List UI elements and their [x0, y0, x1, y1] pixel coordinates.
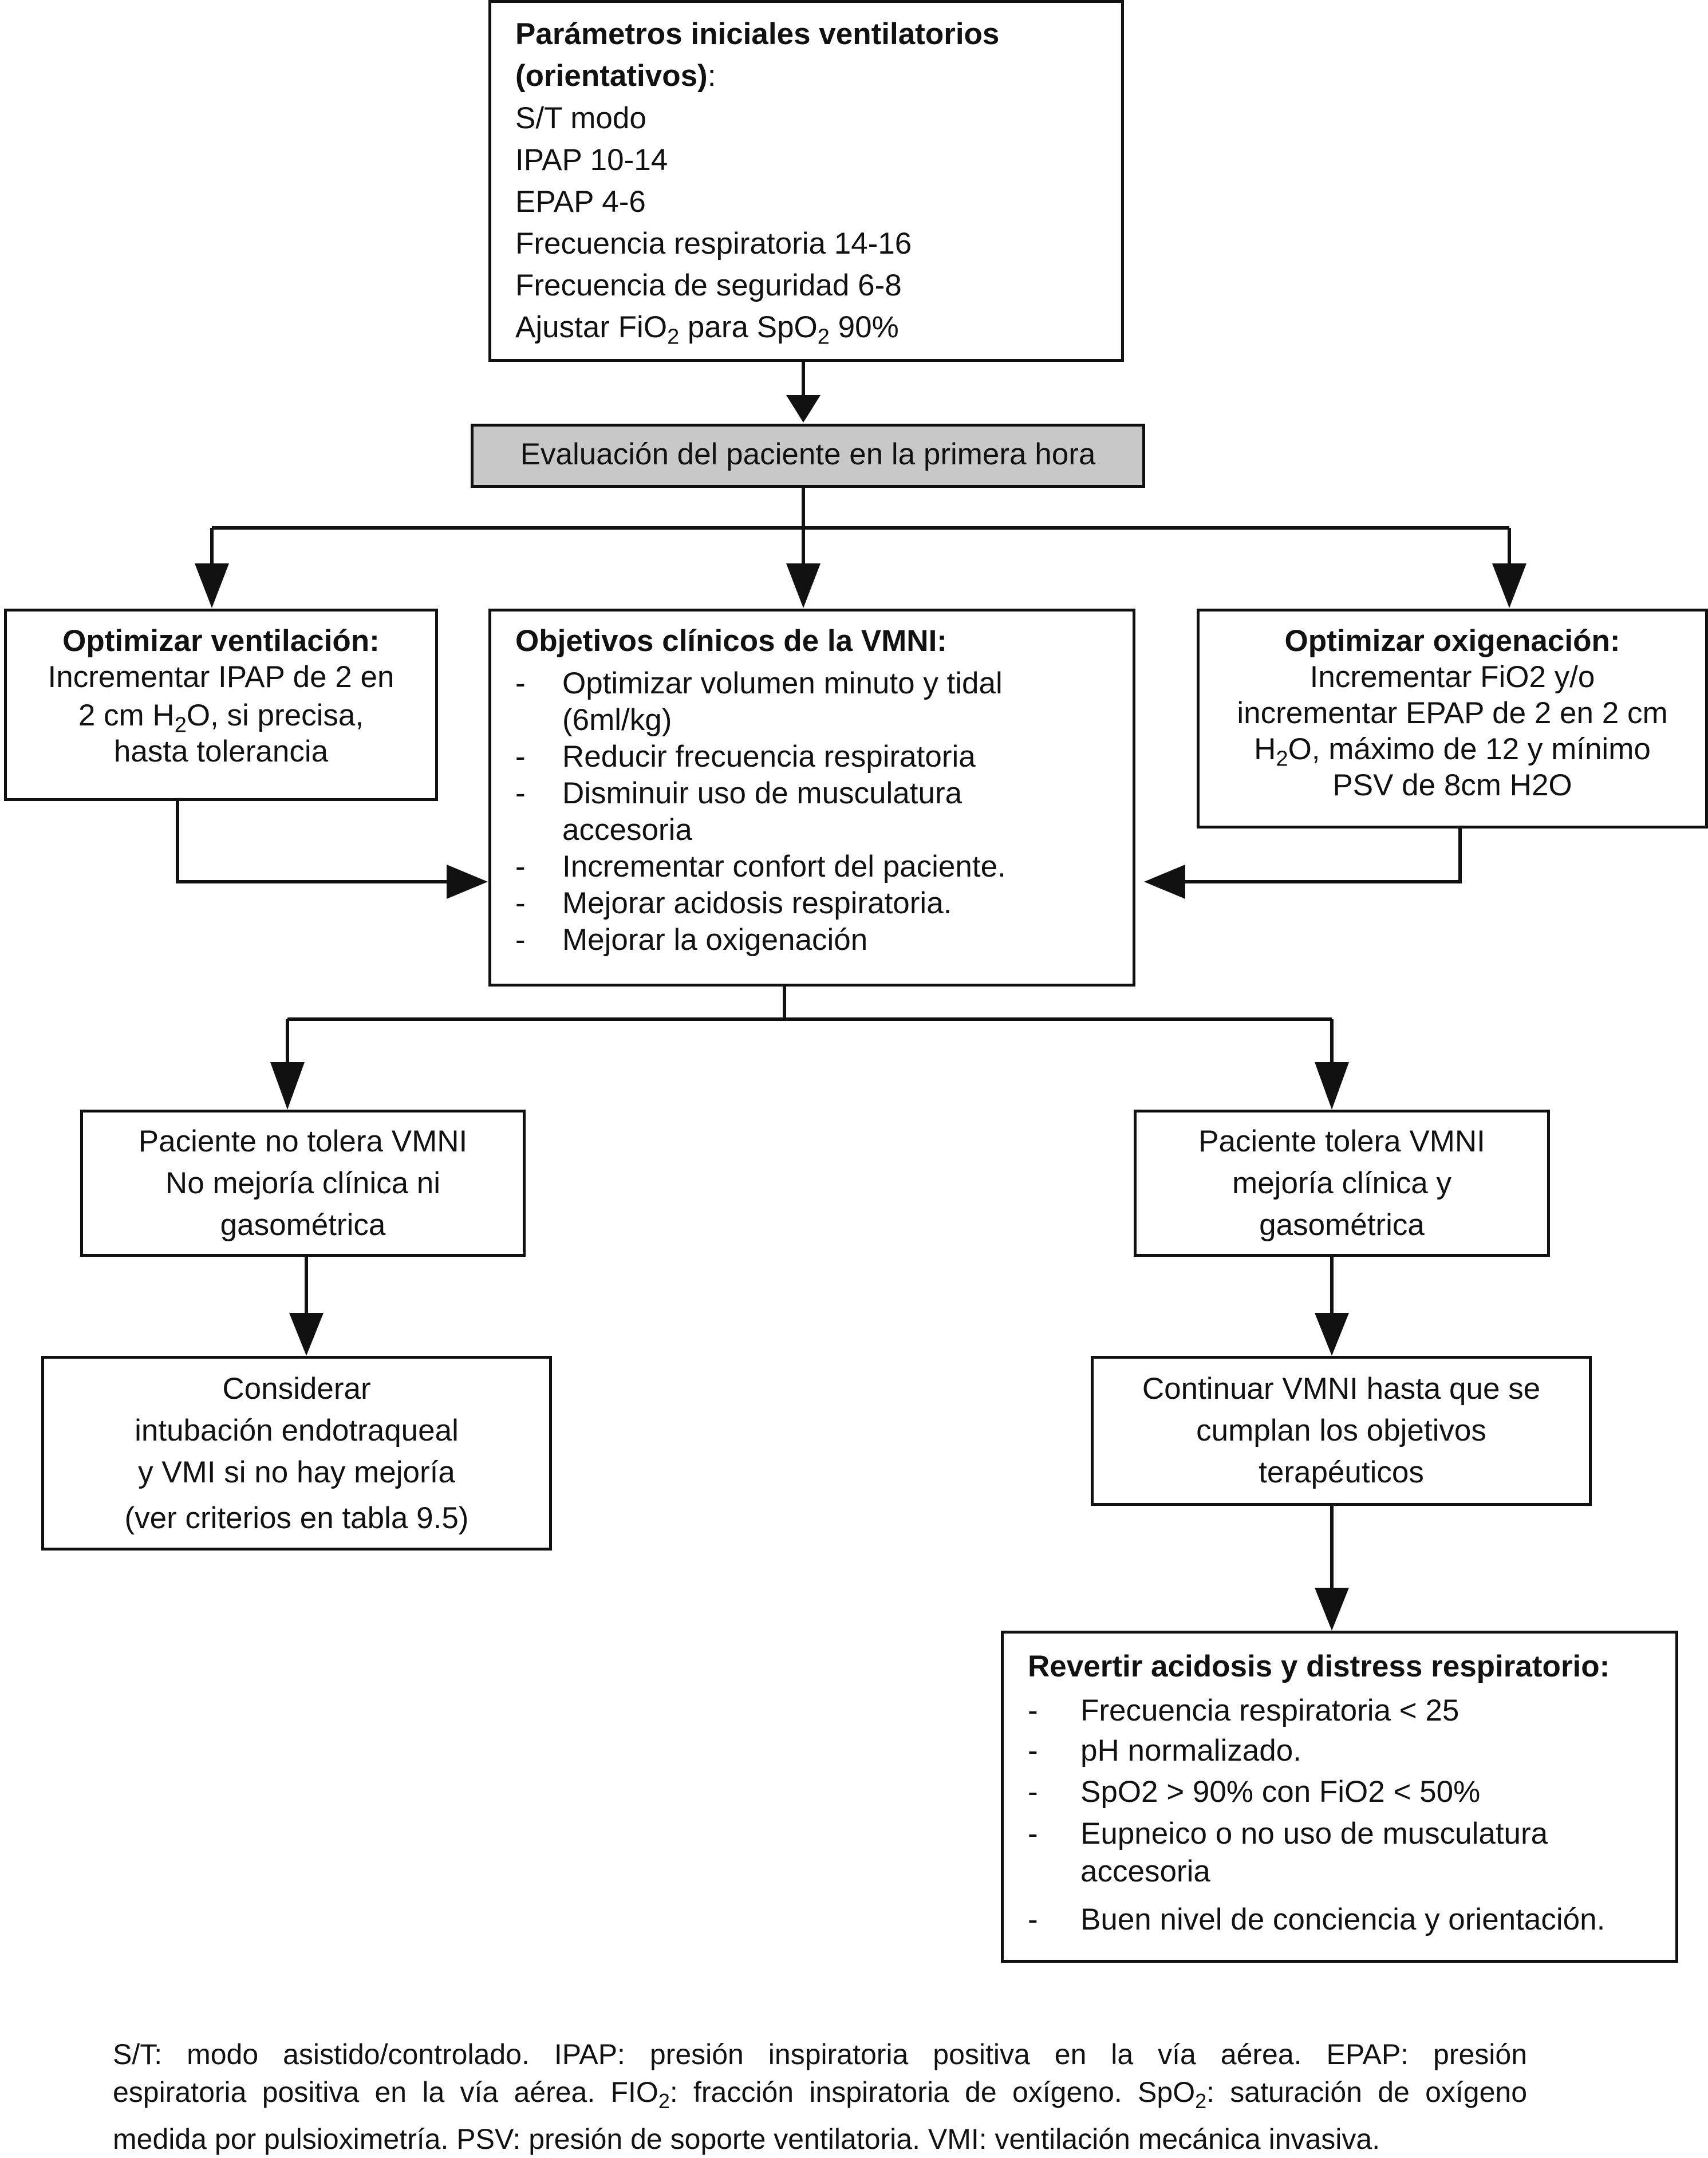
param-fio2-adjust: Ajustar FiO2 para SpO2 90% [515, 310, 899, 349]
optimize-oxygenation-line-3: H2O, máximo de 12 y mínimo [1254, 732, 1651, 771]
consider-line-4: (ver criterios en tabla 9.5) [124, 1501, 469, 1535]
revert-item-1: Frecuencia respiratoria < 25 [1080, 1694, 1460, 1727]
not-tolerate-line-1: Paciente no tolera VMNI [138, 1125, 468, 1158]
optimize-ventilation-line-3: hasta tolerancia [113, 735, 329, 768]
optimize-oxygenation-line-4: PSV de 8cm H2O [1332, 768, 1572, 802]
revert-item-3: SpO2 > 90% con FiO2 < 50% [1080, 1775, 1481, 1809]
clinical-objectives-box [488, 609, 1135, 987]
arrowhead-ventilation [195, 563, 229, 608]
revert-item-4: Eupneico o no uso de musculatura [1080, 1817, 1548, 1851]
revert-acidosis-box [1001, 1631, 1678, 1963]
arrowhead-not-tolerate [270, 1062, 305, 1110]
param-safety-rate: Frecuencia de seguridad 6-8 [515, 269, 902, 302]
objective-item-5: Mejorar acidosis respiratoria. [562, 886, 952, 920]
param-ipap: IPAP 10-14 [515, 143, 668, 177]
footnote-line-3: medida por pulsioximetría. PSV: presión … [113, 2123, 1380, 2155]
initial-parameters-box [488, 0, 1124, 362]
not-tolerate-box [80, 1110, 526, 1257]
list-dash: - [1028, 1817, 1038, 1851]
optimize-ventilation-line-2: 2 cm H2O, si precisa, [78, 699, 364, 737]
arrowhead-oxygenation-to-objectives [1144, 865, 1185, 899]
evaluation-box [471, 424, 1145, 488]
arrowhead-evaluation [786, 395, 821, 423]
consider-line-2: intubación endotraqueal [135, 1414, 459, 1447]
list-dash: - [515, 923, 526, 957]
arrowhead-consider [289, 1313, 324, 1356]
param-epap: EPAP 4-6 [515, 185, 646, 219]
not-tolerate-line-2: No mejoría clínica ni [165, 1166, 441, 1200]
objective-item-6: Mejorar la oxigenación [562, 923, 868, 957]
footnote-line-2: espiratoria positiva en la vía aérea. FI… [113, 2076, 1527, 2113]
objective-item-3: Disminuir uso de musculatura [562, 776, 963, 810]
continue-line-2: cumplan los objetivos [1196, 1414, 1486, 1447]
tolerate-line-2: mejoría clínica y [1232, 1166, 1451, 1200]
arrowhead-revert [1315, 1588, 1349, 1631]
initial-parameters-title-2: (orientativos): [515, 59, 716, 93]
tolerate-box [1134, 1110, 1550, 1257]
consider-intubation-box [41, 1356, 552, 1551]
abbreviations-footnote: S/T: modo asistido/controlado. IPAP: pre… [113, 2035, 1527, 2158]
not-tolerate-line-3: gasométrica [220, 1208, 386, 1242]
list-dash: - [1028, 1903, 1038, 1936]
connector-ventilation-to-objectives [176, 800, 452, 883]
continue-line-1: Continuar VMNI hasta que se [1142, 1372, 1541, 1406]
consider-line-1: Considerar [222, 1372, 371, 1406]
list-dash: - [1028, 1775, 1038, 1809]
revert-item-4-cont: accesoria [1080, 1855, 1210, 1888]
tolerate-line-1: Paciente tolera VMNI [1198, 1125, 1485, 1158]
list-dash: - [1028, 1694, 1038, 1727]
param-respiratory-rate: Frecuencia respiratoria 14-16 [515, 227, 912, 261]
list-dash: - [1028, 1734, 1038, 1768]
optimize-ventilation-box [4, 609, 438, 801]
arrowhead-oxygenation [1492, 563, 1526, 608]
continue-vmni-box [1091, 1356, 1592, 1506]
arrowhead-ventilation-to-objectives [447, 865, 488, 899]
tolerate-line-3: gasométrica [1259, 1208, 1425, 1242]
param-st-mode: S/T modo [515, 101, 646, 135]
continue-line-3: terapéuticos [1259, 1455, 1424, 1489]
optimize-oxygenation-title: Optimizar oxigenación: [1284, 624, 1620, 658]
list-dash: - [515, 776, 526, 810]
list-dash: - [515, 740, 526, 774]
optimize-oxygenation-line-2: incrementar EPAP de 2 en 2 cm [1237, 696, 1668, 730]
objective-item-3-cont: accesoria [562, 813, 692, 847]
optimize-oxygenation-box [1197, 609, 1708, 829]
revert-item-5: Buen nivel de conciencia y orientación. [1080, 1903, 1606, 1936]
arrowhead-continue [1315, 1313, 1349, 1356]
initial-parameters-title-1: Parámetros iniciales ventilatorios [515, 17, 1000, 51]
revert-item-2: pH normalizado. [1080, 1734, 1301, 1768]
footnote-line-1: S/T: modo asistido/controlado. IPAP: pre… [113, 2038, 1527, 2070]
objective-item-1-cont: (6ml/kg) [562, 703, 672, 737]
optimize-ventilation-line-1: Incrementar IPAP de 2 en [48, 660, 395, 694]
connector-oxygenation-to-objectives [1180, 827, 1462, 883]
list-dash: - [515, 666, 526, 700]
objective-item-4: Incrementar confort del paciente. [562, 850, 1006, 883]
objective-item-2: Reducir frecuencia respiratoria [562, 740, 976, 774]
optimize-ventilation-title: Optimizar ventilación: [62, 624, 380, 658]
arrowhead-tolerate [1315, 1062, 1349, 1110]
objective-item-1: Optimizar volumen minuto y tidal [562, 666, 1003, 700]
clinical-objectives-title: Objetivos clínicos de la VMNI: [515, 624, 947, 658]
optimize-oxygenation-line-1: Incrementar FiO2 y/o [1309, 660, 1595, 694]
list-dash: - [515, 886, 526, 920]
arrowhead-objectives [786, 563, 821, 608]
revert-acidosis-title: Revertir acidosis y distress respiratori… [1028, 1650, 1610, 1683]
evaluation-label: Evaluación del paciente en la primera ho… [520, 437, 1096, 471]
consider-line-3: y VMI si no hay mejoría [138, 1455, 455, 1489]
list-dash: - [515, 850, 526, 883]
